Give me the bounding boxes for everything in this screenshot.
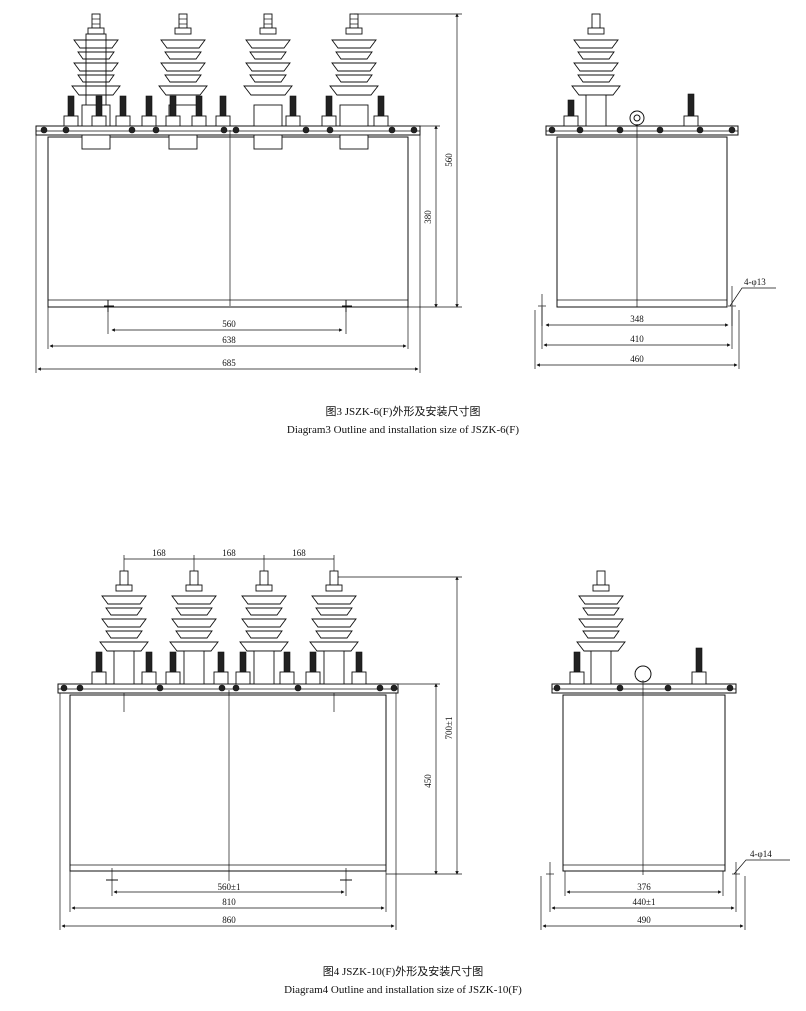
dim-560-height: 560 bbox=[444, 153, 454, 167]
holes-label: 4-φ13 bbox=[744, 277, 766, 287]
dim-380: 380 bbox=[423, 210, 433, 224]
secondary-bushings bbox=[63, 95, 389, 127]
dim-700: 700±1 bbox=[444, 717, 454, 740]
insulator-1 bbox=[71, 13, 121, 150]
side-insulator-4 bbox=[576, 570, 626, 685]
dim-860: 860 bbox=[222, 915, 236, 925]
dim-560-pm1: 560±1 bbox=[218, 882, 241, 892]
diagram4-caption-en: Diagram4 Outline and installation size o… bbox=[284, 984, 522, 996]
dim-490: 490 bbox=[637, 915, 651, 925]
dim-460: 460 bbox=[630, 354, 644, 364]
dim-348: 348 bbox=[630, 314, 644, 324]
insulator-4-3 bbox=[239, 570, 289, 685]
diagram3-front-view: 560 380 560 638 685 bbox=[35, 13, 462, 373]
diagram3-side-view: 4-φ13 348 410 460 bbox=[534, 13, 776, 369]
dim-pitch-1: 168 bbox=[152, 548, 166, 558]
insulator-4-4 bbox=[309, 570, 359, 685]
flange-bolts-4 bbox=[60, 684, 398, 692]
insulator-2 bbox=[158, 13, 208, 150]
insulator-3 bbox=[243, 13, 293, 150]
lifting-ring bbox=[629, 110, 645, 126]
diagram4-side-view: 4-φ14 376 440±1 490 bbox=[540, 570, 790, 930]
diagram3-caption-en: Diagram3 Outline and installation size o… bbox=[287, 424, 520, 436]
lifting-ring-4 bbox=[634, 665, 652, 683]
dim-810: 810 bbox=[222, 897, 236, 907]
hole-leader bbox=[729, 287, 776, 307]
dim-450: 450 bbox=[423, 774, 433, 788]
flange-bolts bbox=[40, 126, 418, 134]
tank-body-4 bbox=[69, 694, 387, 872]
insulator-4-1 bbox=[99, 570, 149, 685]
holes-label-4: 4-φ14 bbox=[750, 849, 772, 859]
dim-376: 376 bbox=[637, 882, 651, 892]
tank-side bbox=[556, 136, 728, 308]
dim-pitch-3: 168 bbox=[292, 548, 306, 558]
dim-560-width: 560 bbox=[222, 319, 236, 329]
dim-638: 638 bbox=[222, 335, 236, 345]
dim-440: 440±1 bbox=[633, 897, 656, 907]
tank-body bbox=[47, 136, 409, 308]
insulator-4 bbox=[329, 13, 379, 150]
diagram4-caption-cn: 图4 JSZK-10(F)外形及安装尺寸图 bbox=[323, 964, 483, 978]
diagram3-caption-cn: 图3 JSZK-6(F)外形及安装尺寸图 bbox=[326, 404, 481, 418]
secondary-bushings-4 bbox=[91, 651, 367, 685]
dim-pitch-2: 168 bbox=[222, 548, 236, 558]
diagram4-front-view: 168 168 168 700±1 450 560±1 810 860 bbox=[57, 548, 462, 930]
tank-side-4 bbox=[562, 694, 726, 872]
insulator-4-2 bbox=[169, 570, 219, 685]
side-insulator bbox=[571, 13, 621, 127]
top-flange bbox=[35, 125, 421, 136]
dim-685: 685 bbox=[222, 358, 236, 368]
dim-410: 410 bbox=[630, 334, 644, 344]
